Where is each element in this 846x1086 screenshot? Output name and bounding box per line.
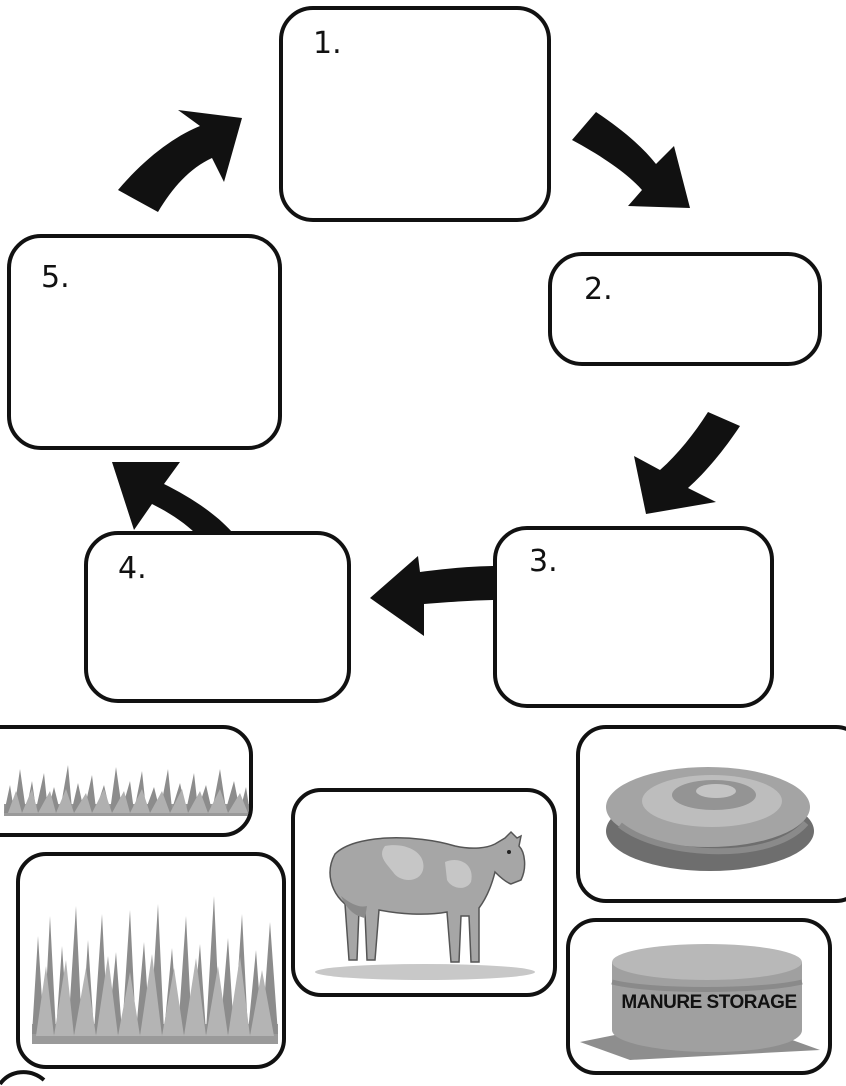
manure-storage-card[interactable]: MANURE STORAGE xyxy=(566,918,832,1075)
cow-card[interactable] xyxy=(291,788,557,997)
step-number-2: 2. xyxy=(584,272,613,307)
step-number-1: 1. xyxy=(313,26,342,61)
arrow-4-to-5 xyxy=(112,462,232,534)
arrow-2-to-3 xyxy=(634,412,740,514)
step-number-3: 3. xyxy=(529,544,558,579)
arrow-1-to-2 xyxy=(572,112,690,208)
manure-pile-picture xyxy=(606,767,814,871)
cycle-box-1[interactable]: 1. xyxy=(279,6,551,222)
step-number-5: 5. xyxy=(41,260,70,295)
cycle-box-2[interactable]: 2. xyxy=(548,252,822,366)
cycle-box-5[interactable]: 5. xyxy=(7,234,282,450)
cycle-box-4[interactable]: 4. xyxy=(84,531,351,703)
tall-grass-picture xyxy=(32,896,278,1044)
arrow-3-to-4 xyxy=(370,556,496,636)
cycle-box-3[interactable]: 3. xyxy=(493,526,774,708)
manure-storage-label: MANURE STORAGE xyxy=(621,992,797,1013)
cow-picture xyxy=(315,830,535,980)
short-grass-picture xyxy=(4,765,249,816)
step-number-4: 4. xyxy=(118,551,147,586)
short-grass-card[interactable] xyxy=(0,725,253,837)
arrow-5-to-1 xyxy=(118,110,242,212)
partial-shape-edge xyxy=(0,1070,46,1086)
tall-grass-card[interactable] xyxy=(16,852,286,1069)
manure-pile-card[interactable] xyxy=(576,725,846,903)
manure-storage-tank-picture xyxy=(580,944,820,1060)
